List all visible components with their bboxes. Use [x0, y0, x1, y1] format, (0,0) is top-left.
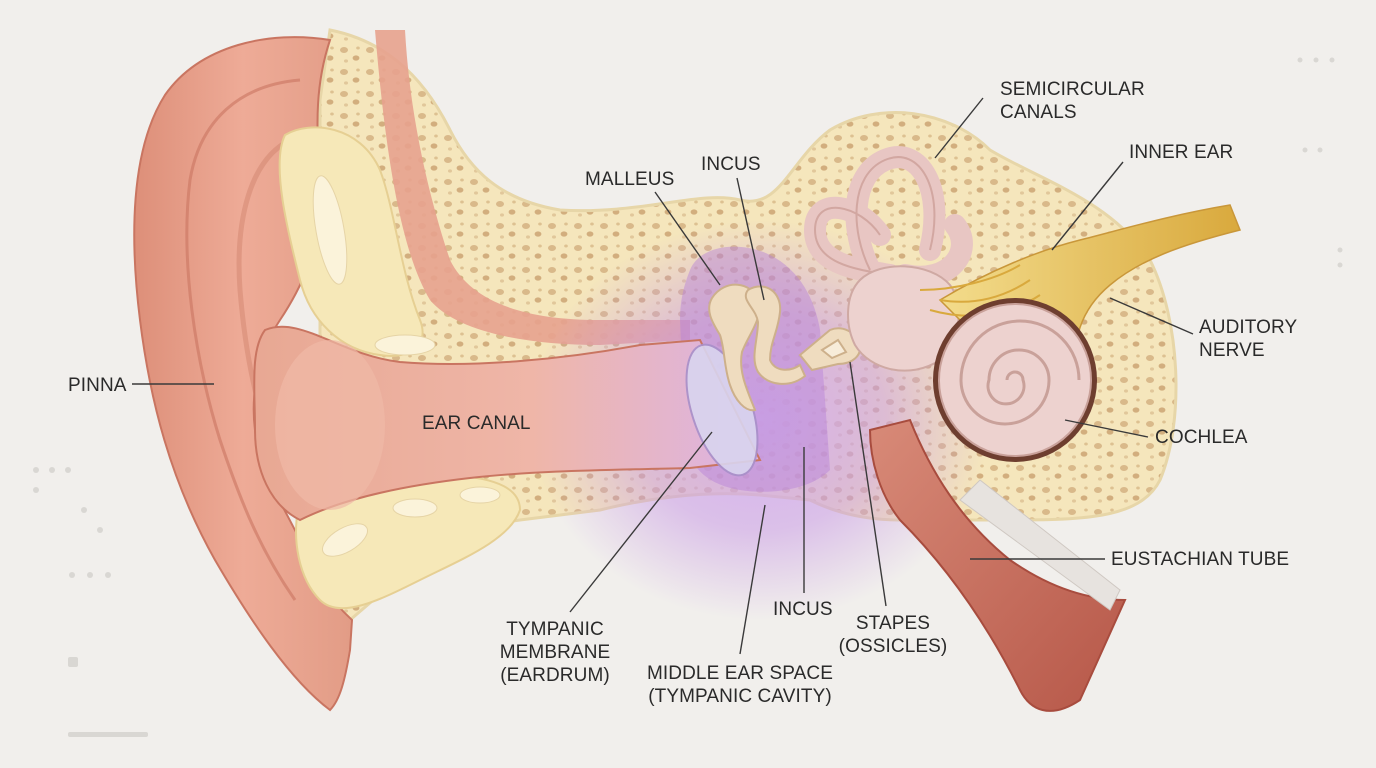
label-cochlea: COCHLEA — [1155, 427, 1248, 448]
cochlea-shape — [933, 298, 1097, 462]
label-pinna: PINNA — [68, 375, 127, 396]
ossicles — [708, 283, 862, 412]
background-dots — [33, 57, 1343, 737]
skin-layer — [375, 30, 690, 345]
eustachian-tube-shape — [868, 418, 1127, 712]
label-stapes: STAPES(OSSICLES) — [838, 613, 948, 657]
label-malleus: MALLEUS — [585, 169, 675, 190]
label-incus-bottom: INCUS — [773, 599, 833, 620]
label-incus-top: INCUS — [701, 154, 761, 175]
label-eustachian-tube: EUSTACHIAN TUBE — [1111, 549, 1290, 570]
label-inner-ear: INNER EAR — [1129, 142, 1234, 163]
pinna-helix — [185, 78, 301, 601]
label-middle-ear-space: MIDDLE EAR SPACE(TYMPANIC CAVITY) — [646, 663, 833, 707]
label-ear-canal: EAR CANAL — [422, 413, 531, 434]
ear-canal-shape — [253, 325, 762, 522]
leader-lines — [132, 97, 1194, 655]
